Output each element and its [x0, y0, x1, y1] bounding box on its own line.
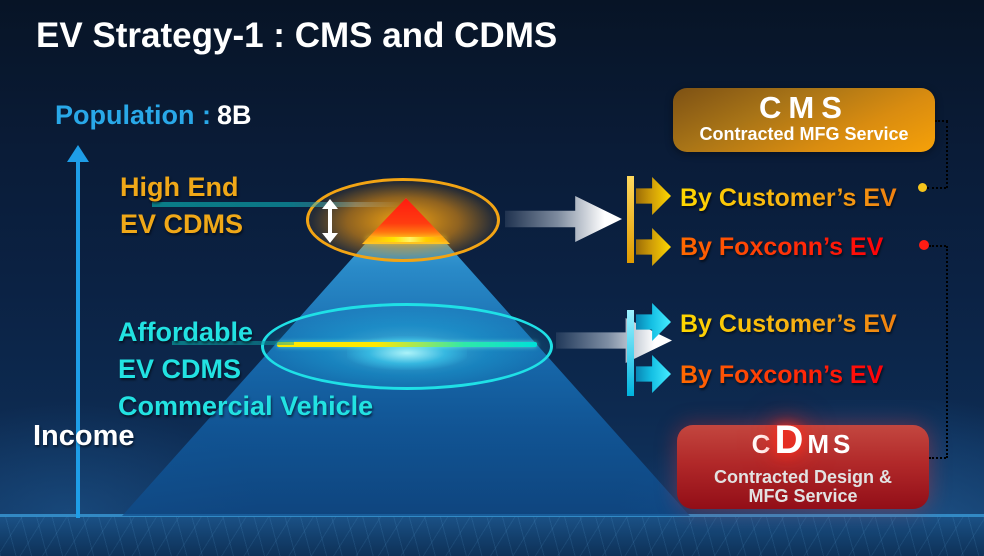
population-text: Population : [55, 100, 211, 130]
branch-arrow-icon-cyan-2 [636, 355, 671, 393]
cdms-subtitle-line2: MFG Service [748, 486, 858, 506]
highend-label-line2: EV CDMS [120, 209, 244, 239]
affordable-pointer-line [172, 341, 294, 345]
cdms-by-foxconn-label: By Foxconn’s EV [680, 361, 884, 389]
cdms-connector-dot [919, 240, 929, 250]
affordable-label-line3: Commercial Vehicle [118, 391, 374, 421]
cdms-letters-ms: MS [807, 429, 855, 459]
axis-arrow-icon [67, 145, 89, 162]
affordable-glow [347, 336, 467, 370]
highend-pointer-line [152, 202, 400, 207]
cms-title: CMS [759, 90, 849, 125]
cdms-subtitle-line1: Contracted Design & [713, 467, 893, 487]
cdms-box: CDMS Contracted Design & MFG Service [677, 420, 929, 509]
cms-connector-dot [918, 183, 927, 192]
background-network-mesh [0, 516, 984, 556]
cdms-connector-segment [929, 457, 946, 459]
population-label: Population :8B [55, 100, 252, 131]
cms-box: CMS Contracted MFG Service [673, 88, 935, 152]
affordable-label-line1: Affordable [118, 317, 253, 347]
cdms-letter-d: D [774, 418, 808, 462]
cms-connector-segment [935, 120, 948, 122]
cms-connector-segment [946, 121, 948, 188]
cms-by-foxconn-label: By Foxconn’s EV [680, 233, 884, 261]
cms-connector-segment [927, 187, 946, 189]
highend-ellipse [306, 178, 500, 262]
cdms-title: CDMS [677, 418, 929, 468]
affordable-divider-line [277, 342, 537, 347]
branch-arrow-icon-gold-1 [636, 177, 671, 215]
income-label: Income [33, 420, 135, 452]
cdms-by-customer-label: By Customer’s EV [680, 310, 897, 338]
cdms-connector-segment [946, 246, 948, 458]
cms-by-customer-label: By Customer’s EV [680, 184, 897, 212]
affordable-label-line2: EV CDMS [118, 354, 242, 384]
flow-arrow-icon-top [505, 196, 622, 242]
cdms-connector-segment [929, 245, 946, 247]
highend-yellow-line [366, 237, 446, 242]
income-axis-line [76, 160, 80, 518]
population-value: 8B [216, 100, 252, 130]
highend-label-line1: High End [120, 172, 239, 202]
double-arrow-down-icon [322, 233, 338, 243]
double-arrow-icon [328, 207, 332, 235]
branch-bar-gold [627, 176, 634, 263]
double-arrow-up-icon [322, 199, 338, 209]
branch-bar-cyan [627, 310, 634, 396]
slide-title: EV Strategy-1 : CMS and CDMS [36, 16, 558, 55]
cdms-letter-c: C [751, 429, 775, 459]
branch-arrow-icon-gold-2 [636, 228, 671, 266]
cms-subtitle: Contracted MFG Service [699, 124, 909, 144]
